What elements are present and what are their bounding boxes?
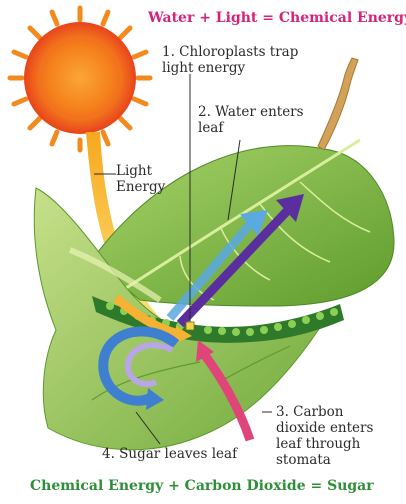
label-sugar-leaves: 4. Sugar leaves leaf bbox=[102, 446, 237, 462]
top-equation: Water + Light = Chemical Energy bbox=[148, 10, 406, 26]
label-water-enters: 2. Water enters leaf bbox=[198, 104, 304, 136]
label-chloroplasts: 1. Chloroplasts trap light energy bbox=[162, 44, 298, 76]
sun-icon bbox=[10, 8, 150, 150]
label-carbon-dioxide: 3. Carbon dioxide enters leaf through st… bbox=[276, 404, 373, 468]
leaf-stem bbox=[318, 58, 358, 150]
bottom-equation: Chemical Energy + Carbon Dioxide = Sugar bbox=[30, 478, 374, 494]
label-light-energy: Light Energy bbox=[116, 163, 165, 195]
